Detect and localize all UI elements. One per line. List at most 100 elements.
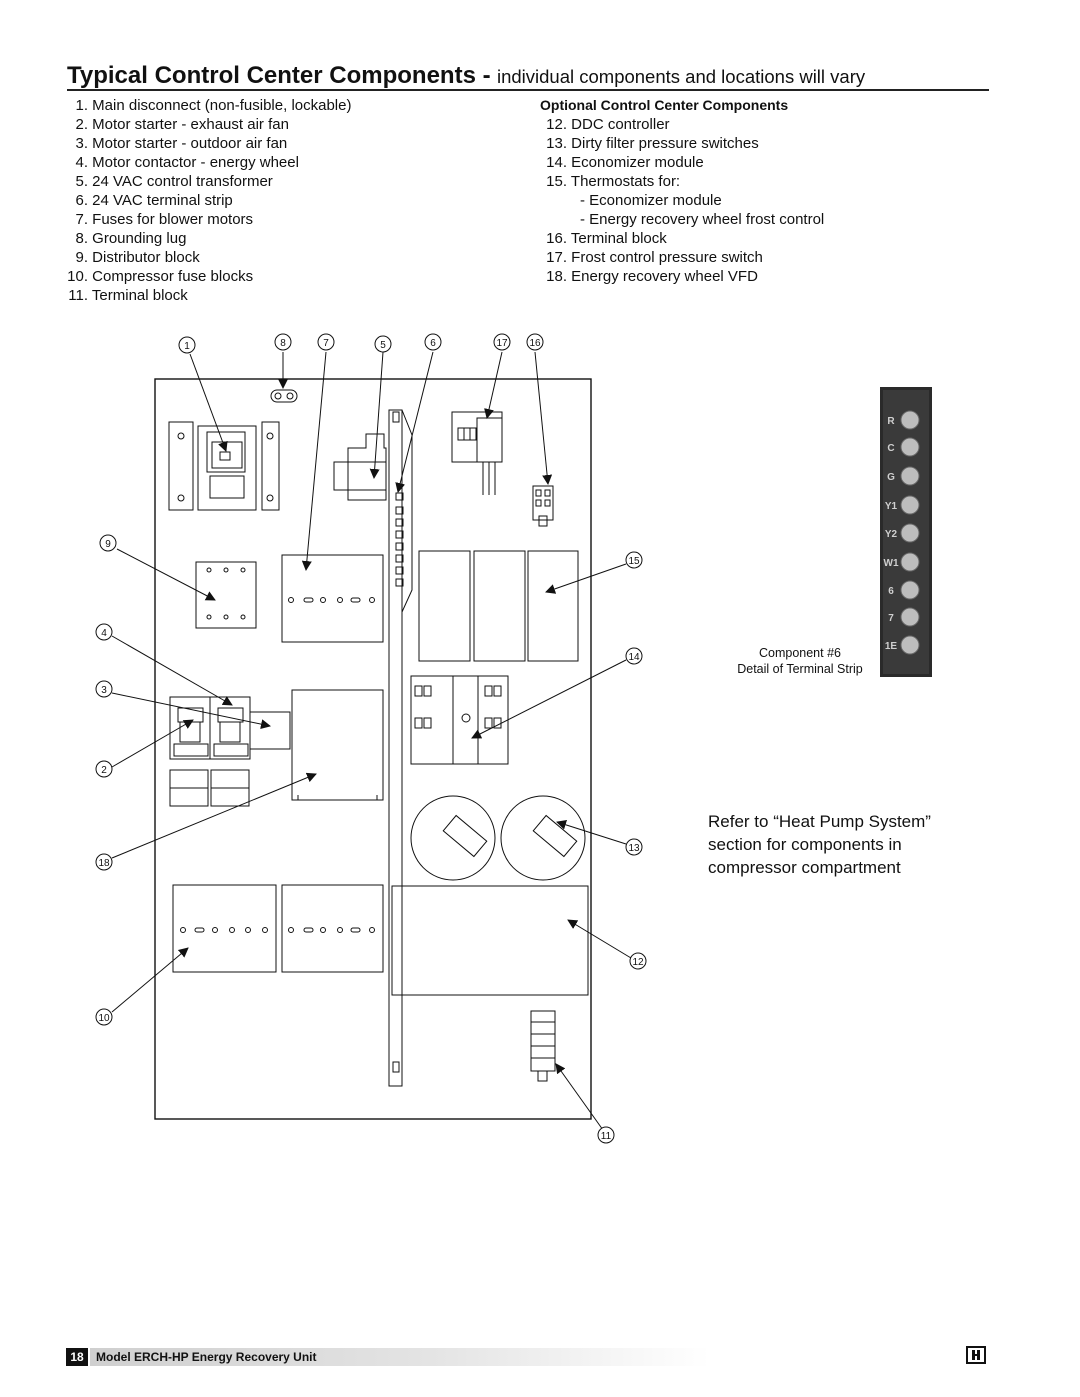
svg-text:16: 16 bbox=[529, 338, 541, 349]
frost-pressure-switch bbox=[451, 411, 503, 495]
blower-fuses bbox=[281, 554, 384, 643]
page-number: 18 bbox=[66, 1348, 88, 1366]
list-item: 12. DDC controller bbox=[546, 116, 670, 133]
list-item: 11. Terminal block bbox=[68, 287, 188, 304]
callout-14: 14 bbox=[625, 647, 643, 665]
list-item: 4. Motor contactor - energy wheel bbox=[75, 154, 299, 171]
terminal-strip-caption: Component #6 Detail of Terminal Strip bbox=[715, 645, 885, 677]
svg-text:15: 15 bbox=[628, 556, 640, 567]
list-item: 7. Fuses for blower motors bbox=[75, 211, 254, 228]
list-subitem: - Economizer module bbox=[580, 192, 722, 209]
optional-heading: Optional Control Center Components bbox=[540, 97, 789, 113]
list-item: 15. Thermostats for: bbox=[546, 173, 681, 190]
compressor-fuse-blocks bbox=[172, 884, 384, 973]
ddc-controller bbox=[391, 885, 589, 996]
svg-text:12: 12 bbox=[632, 957, 644, 968]
svg-text:13: 13 bbox=[628, 843, 640, 854]
svg-text:1: 1 bbox=[184, 341, 190, 352]
title-rule bbox=[67, 89, 989, 91]
footer-bar bbox=[90, 1348, 710, 1366]
svg-text:Y1: Y1 bbox=[885, 501, 898, 512]
svg-text:G: G bbox=[887, 472, 895, 483]
callout-3: 3 bbox=[95, 680, 113, 698]
motor-starters bbox=[169, 696, 291, 760]
svg-text:5: 5 bbox=[380, 340, 386, 351]
list-item: 13. Dirty filter pressure switches bbox=[546, 135, 759, 152]
callout-1: 1 bbox=[178, 336, 196, 354]
list-item: 10. Compressor fuse blocks bbox=[67, 268, 254, 285]
grounding-lug bbox=[270, 389, 298, 403]
svg-text:W1: W1 bbox=[884, 558, 899, 569]
svg-text:17: 17 bbox=[496, 338, 508, 349]
list-item: 2. Motor starter - exhaust air fan bbox=[75, 116, 289, 133]
svg-text:R: R bbox=[887, 416, 895, 427]
callout-11: 11 bbox=[597, 1126, 615, 1144]
brand-logo-icon bbox=[966, 1346, 986, 1364]
svg-text:6: 6 bbox=[888, 586, 894, 597]
svg-text:4: 4 bbox=[101, 628, 107, 639]
callout-6: 6 bbox=[424, 333, 442, 351]
callout-7: 7 bbox=[317, 333, 335, 351]
caption-line-1: Component #6 bbox=[758, 646, 841, 660]
terminal-block-16 bbox=[532, 485, 554, 527]
callout-13: 13 bbox=[625, 838, 643, 856]
control-transformer bbox=[333, 433, 387, 501]
svg-text:2: 2 bbox=[101, 765, 107, 776]
svg-text:6: 6 bbox=[430, 338, 436, 349]
terminal-block-11 bbox=[530, 1010, 556, 1082]
callout-2: 2 bbox=[95, 760, 113, 778]
optional-components-list: Optional Control Center Components 12. D… bbox=[540, 96, 824, 286]
list-item: 6. 24 VAC terminal strip bbox=[75, 192, 233, 209]
list-item: 3. Motor starter - outdoor air fan bbox=[75, 135, 288, 152]
list-item: 8. Grounding lug bbox=[75, 230, 187, 247]
list-subitem: - Energy recovery wheel frost control bbox=[580, 211, 825, 228]
title-subtitle: individual components and locations will… bbox=[496, 66, 866, 87]
caption-line-2: Detail of Terminal Strip bbox=[737, 662, 863, 676]
note-line-2: section for components in bbox=[708, 835, 902, 854]
leader-lines bbox=[111, 351, 632, 1131]
svg-text:9: 9 bbox=[105, 539, 111, 550]
list-item: 16. Terminal block bbox=[546, 230, 667, 247]
terminal-strip-bracket bbox=[401, 409, 413, 613]
economizer-module bbox=[291, 689, 384, 801]
heat-pump-note: Refer to “Heat Pump System” section for … bbox=[708, 810, 931, 879]
panel-backplate bbox=[154, 378, 592, 1120]
svg-text:8: 8 bbox=[280, 338, 286, 349]
callout-16: 16 bbox=[526, 333, 544, 351]
list-item: 9. Distributor block bbox=[75, 249, 200, 266]
svg-text:1E: 1E bbox=[885, 641, 898, 652]
note-line-1: Refer to “Heat Pump System” bbox=[708, 812, 931, 831]
list-item: 17. Frost control pressure switch bbox=[546, 249, 763, 266]
distributor-block bbox=[195, 561, 257, 629]
svg-text:11: 11 bbox=[601, 1131, 612, 1142]
callout-5: 5 bbox=[374, 335, 392, 353]
list-item: 18. Energy recovery wheel VFD bbox=[546, 268, 758, 285]
svg-text:7: 7 bbox=[888, 613, 894, 624]
svg-text:7: 7 bbox=[323, 338, 329, 349]
callout-10: 10 bbox=[95, 1008, 113, 1026]
svg-text:10: 10 bbox=[98, 1013, 110, 1024]
economizer-controller bbox=[410, 675, 509, 765]
svg-text:18: 18 bbox=[98, 858, 110, 869]
callout-17: 17 bbox=[493, 333, 511, 351]
din-rail bbox=[388, 409, 403, 1087]
dirty-filter-switches bbox=[410, 795, 586, 881]
main-disconnect bbox=[168, 421, 280, 511]
svg-text:Y2: Y2 bbox=[885, 529, 898, 540]
callout-4: 4 bbox=[95, 623, 113, 641]
standard-components-list: 1. Main disconnect (non-fusible, lockabl… bbox=[60, 96, 351, 305]
svg-text:14: 14 bbox=[628, 652, 640, 663]
callout-18: 18 bbox=[95, 853, 113, 871]
svg-text:3: 3 bbox=[101, 685, 107, 696]
list-item: 5. 24 VAC control transformer bbox=[75, 173, 273, 190]
terminal-strip-24v bbox=[395, 492, 404, 587]
terminal-strip-photo: R C G Y1 Y2 W1 6 7 1E bbox=[880, 387, 932, 677]
callout-8: 8 bbox=[274, 333, 292, 351]
callout-9: 9 bbox=[99, 534, 117, 552]
vfd-blocks bbox=[169, 769, 250, 807]
footer-title: Model ERCH-HP Energy Recovery Unit bbox=[96, 1350, 317, 1364]
callout-12: 12 bbox=[629, 952, 647, 970]
svg-text:C: C bbox=[887, 443, 894, 454]
note-line-3: compressor compartment bbox=[708, 858, 901, 877]
